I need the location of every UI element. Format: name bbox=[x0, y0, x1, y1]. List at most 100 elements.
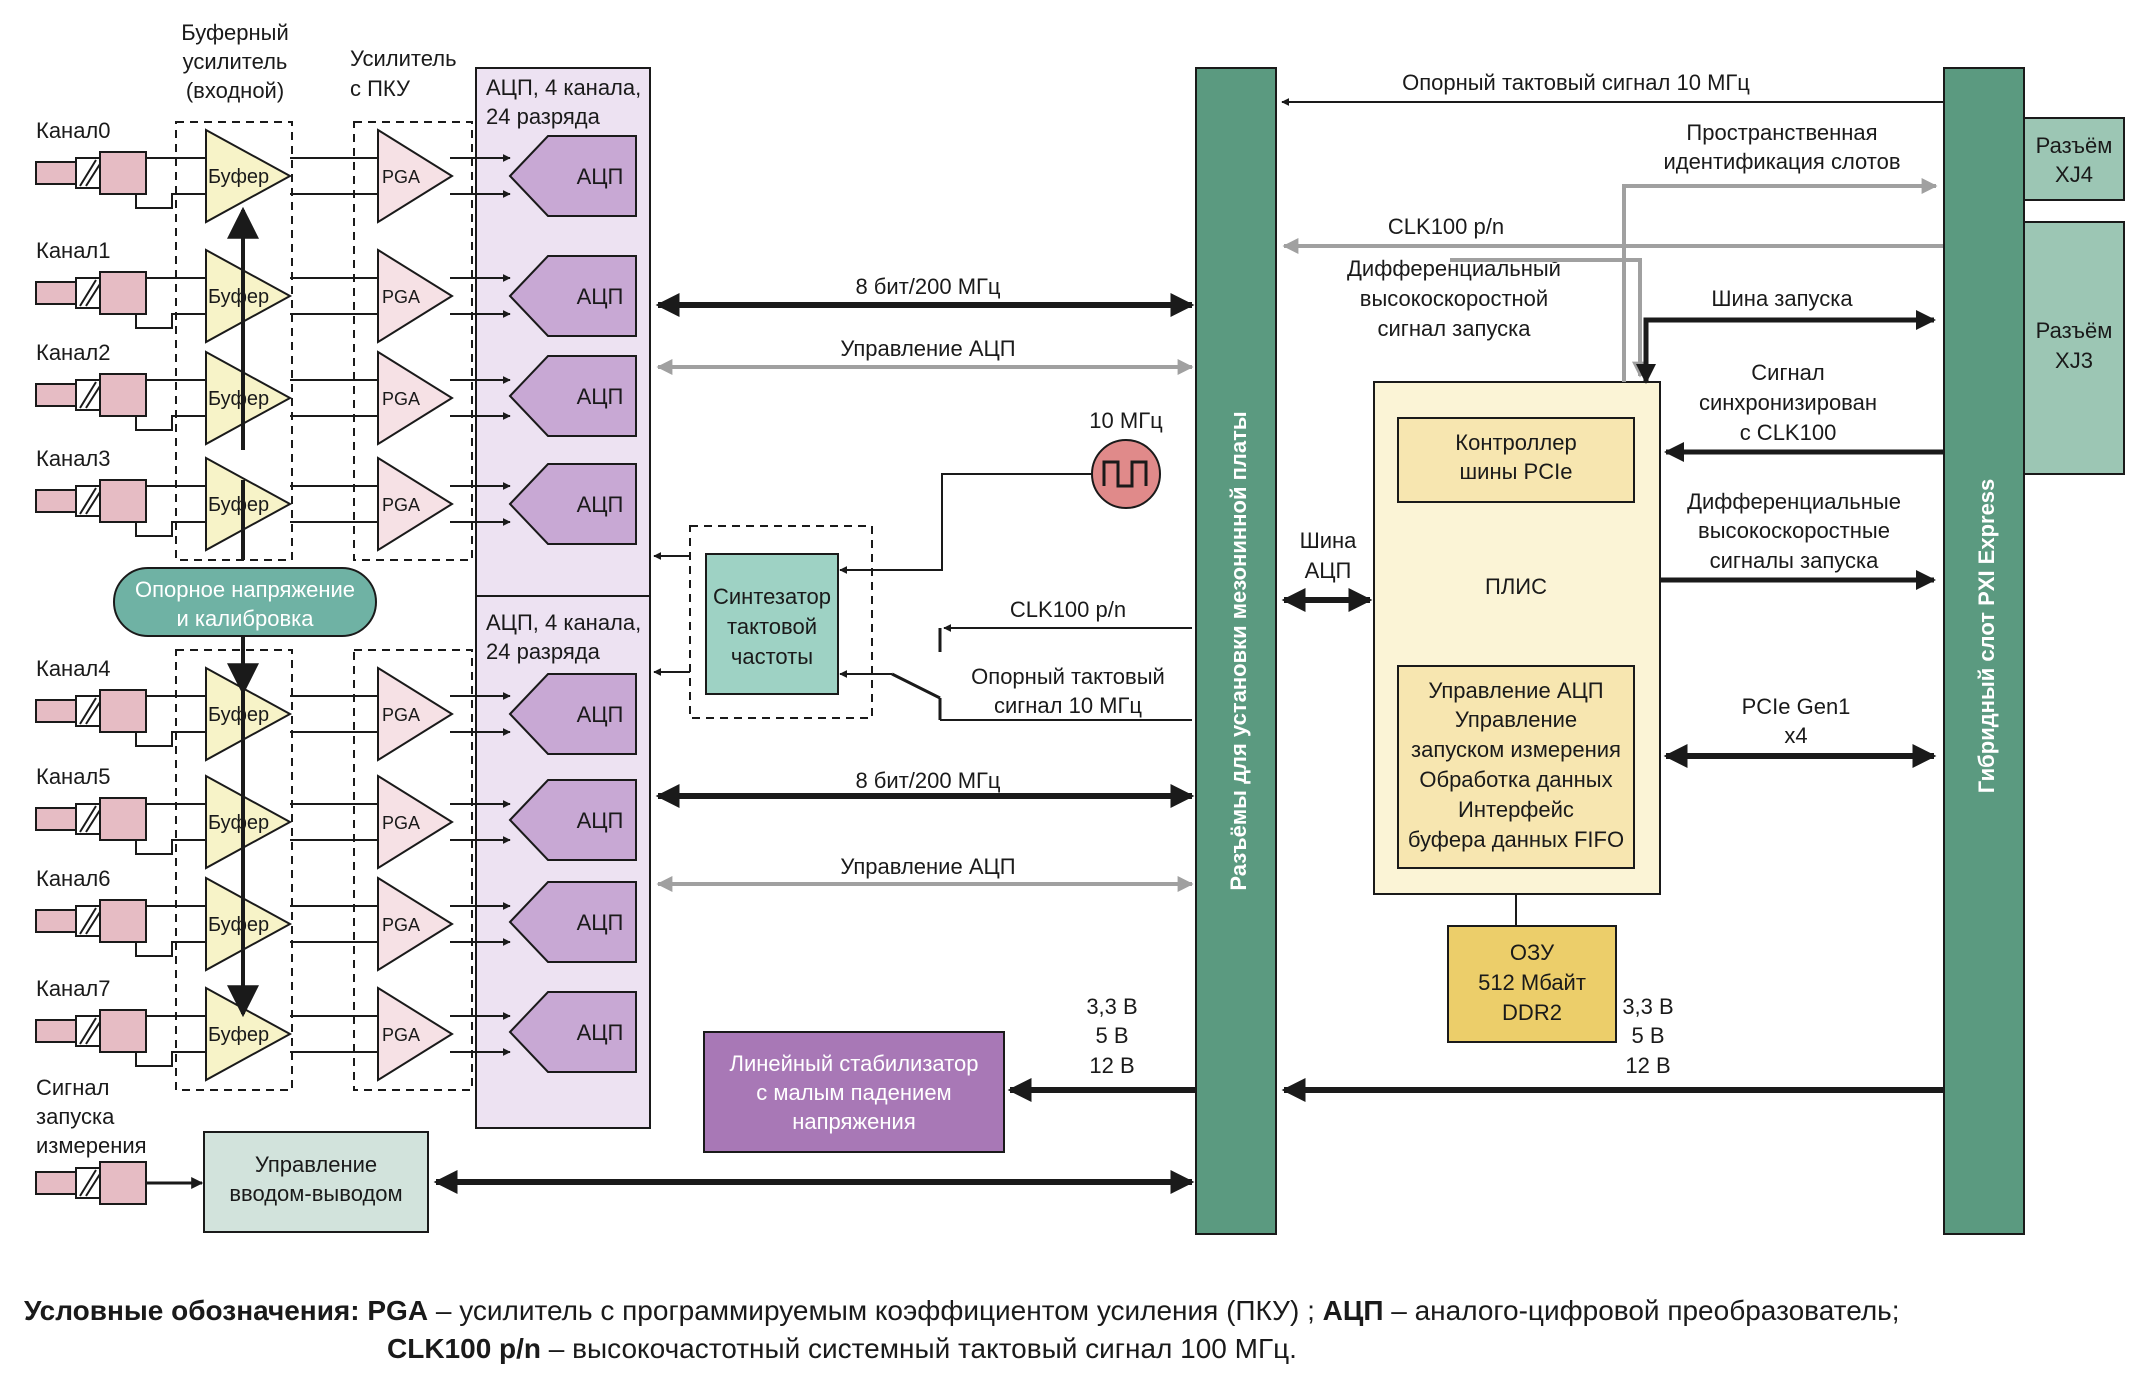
svg-text:напряжения: напряжения bbox=[792, 1109, 916, 1134]
input-connector bbox=[35, 151, 147, 195]
ldo-regulator-block: Линейный стабилизатор с малым падением н… bbox=[703, 1031, 1005, 1153]
svg-text:PGA: PGA bbox=[382, 167, 420, 187]
svg-text:АЦП: АЦП bbox=[577, 164, 624, 189]
diff-trigger-label: Дифференциальный высокоскоростной сигнал… bbox=[1347, 256, 1561, 341]
pga-amplifier: PGA bbox=[377, 986, 454, 1082]
svg-text:PGA: PGA bbox=[382, 915, 420, 935]
trigger-input-connector bbox=[35, 1161, 204, 1205]
svg-text:Контроллер: Контроллер bbox=[1455, 430, 1576, 455]
buffer-amplifier: Буфер bbox=[205, 248, 293, 344]
trigger-bus-arrow bbox=[1636, 310, 1936, 384]
clock-switch bbox=[839, 624, 1192, 721]
channel-wires bbox=[135, 274, 511, 329]
channel-label: Канал1 bbox=[36, 238, 111, 263]
svg-text:Буфер: Буфер bbox=[208, 914, 269, 936]
channel-wires bbox=[135, 1012, 511, 1067]
channel-label: Канал7 bbox=[36, 976, 111, 1001]
svg-text:сигнал запуска: сигнал запуска bbox=[1378, 316, 1532, 341]
svg-text:с малым падением: с малым падением bbox=[756, 1080, 951, 1105]
adc-converter: АЦП bbox=[508, 135, 637, 217]
adc-converter: АЦП bbox=[508, 463, 637, 545]
legend-heading: Условные обозначения: bbox=[24, 1295, 360, 1326]
svg-text:Управление: Управление bbox=[255, 1152, 377, 1177]
trigger-input-label: Сигнал запуска измерения bbox=[36, 1075, 147, 1158]
svg-text:Усилитель: Усилитель bbox=[350, 46, 457, 71]
svg-text:высокоскоростной: высокоскоростной bbox=[1360, 286, 1548, 311]
pga-amplifier: PGA bbox=[377, 666, 454, 762]
svg-text:запуском измерения: запуском измерения bbox=[1411, 737, 1621, 762]
svg-text:24 разряда: 24 разряда bbox=[486, 639, 601, 664]
svg-text:Дифференциальные: Дифференциальные bbox=[1687, 489, 1901, 514]
ram-block: ОЗУ 512 Мбайт DDR2 bbox=[1447, 925, 1617, 1043]
buffer-group-frame-bottom bbox=[175, 649, 293, 1091]
sync-signal-label: Сигнал синхронизирован с CLK100 bbox=[1699, 360, 1877, 445]
svg-text:5 В: 5 В bbox=[1095, 1023, 1128, 1048]
svg-text:Разъём: Разъём bbox=[2036, 133, 2113, 158]
oscillator-to-synth-line bbox=[839, 473, 1092, 574]
svg-text:Опорный тактовый: Опорный тактовый bbox=[971, 664, 1165, 689]
channel-label: Канал2 bbox=[36, 340, 111, 365]
svg-text:Линейный стабилизатор: Линейный стабилизатор bbox=[730, 1051, 979, 1076]
svg-text:PGA: PGA bbox=[382, 389, 420, 409]
svg-text:PGA: PGA bbox=[382, 287, 420, 307]
svg-text:вводом-выводом: вводом-выводом bbox=[229, 1181, 402, 1206]
input-connector bbox=[35, 479, 147, 523]
channel-wires bbox=[135, 154, 511, 209]
adc-converter: АЦП bbox=[508, 673, 637, 755]
svg-text:Буфер: Буфер bbox=[208, 286, 269, 308]
buffer-amplifier: Буфер bbox=[205, 128, 293, 224]
clock-synthesizer-block: Синтезатор тактовой частоты bbox=[705, 553, 839, 695]
svg-text:Разъём: Разъём bbox=[2036, 318, 2113, 343]
svg-text:Опорное напряжение: Опорное напряжение bbox=[135, 577, 355, 602]
input-connector bbox=[35, 797, 147, 841]
svg-text:АЦП: АЦП bbox=[577, 492, 624, 517]
svg-text:3,3 В: 3,3 В bbox=[1086, 994, 1137, 1019]
legend-line-2: CLK100 p/n – высокочастотный системный т… bbox=[24, 1330, 2114, 1368]
channel-wires bbox=[135, 800, 511, 855]
slot-id-label: Пространственная идентификация слотов bbox=[1663, 120, 1900, 174]
block-diagram: Буферный усилитель (входной) Усилитель с… bbox=[35, 20, 2125, 1235]
pga-group-title: Усилитель с ПКУ bbox=[350, 46, 457, 101]
svg-text:Управление: Управление bbox=[1455, 707, 1577, 732]
adc-converter: АЦП bbox=[508, 255, 637, 337]
svg-text:сигнал 10 МГц: сигнал 10 МГц bbox=[994, 693, 1142, 718]
svg-text:Сигнал: Сигнал bbox=[1751, 360, 1824, 385]
svg-text:тактовой: тактовой bbox=[727, 614, 817, 639]
input-connector bbox=[35, 271, 147, 315]
buffer-amplifier: Буфер bbox=[205, 774, 293, 870]
svg-text:АЦП, 4 канала,: АЦП, 4 канала, bbox=[486, 75, 641, 100]
svg-text:с ПКУ: с ПКУ bbox=[350, 76, 411, 101]
pga-amplifier: PGA bbox=[377, 350, 454, 446]
ref-clock-left-label: Опорный тактовый сигнал 10 МГц bbox=[971, 664, 1165, 718]
svg-text:5 В: 5 В bbox=[1631, 1023, 1664, 1048]
svg-text:Гибридный слот PXI Express: Гибридный слот PXI Express bbox=[1974, 479, 1999, 794]
buffer-amplifier: Буфер bbox=[205, 456, 293, 552]
svg-text:Буфер: Буфер bbox=[208, 494, 269, 516]
svg-text:Буфер: Буфер bbox=[208, 812, 269, 834]
svg-text:Разъёмы для установки мезонинн: Разъёмы для установки мезонинной платы bbox=[1226, 411, 1251, 890]
svg-text:АЦП: АЦП bbox=[577, 702, 624, 727]
svg-text:PGA: PGA bbox=[382, 1025, 420, 1045]
channel-wires bbox=[135, 692, 511, 747]
ref-clock-top-label: Опорный тактовый сигнал 10 МГц bbox=[1402, 70, 1750, 95]
reference-voltage-block: Опорное напряжение и калибровка bbox=[113, 567, 377, 637]
legend-pga-definition: – усилитель с программируемым коэффициен… bbox=[428, 1295, 1323, 1326]
adc-converter: АЦП bbox=[508, 779, 637, 861]
svg-text:10 МГц: 10 МГц bbox=[1089, 408, 1163, 433]
svg-text:Управление АЦП: Управление АЦП bbox=[1428, 678, 1603, 703]
adc-control-top-label: Управление АЦП bbox=[840, 336, 1015, 361]
legend-line-1: Условные обозначения: PGA – усилитель с … bbox=[24, 1292, 2114, 1330]
svg-text:Сигнал: Сигнал bbox=[36, 1075, 109, 1100]
legend-adc-definition: – аналого-цифровой преобразователь; bbox=[1383, 1295, 1900, 1326]
buffer-amplifier: Буфер bbox=[205, 986, 293, 1082]
svg-text:Обработка данных: Обработка данных bbox=[1419, 767, 1612, 792]
svg-text:синхронизирован: синхронизирован bbox=[1699, 390, 1877, 415]
oscillator-10mhz: 10 МГц bbox=[1089, 408, 1163, 509]
buffer-amplifier: Буфер bbox=[205, 666, 293, 762]
svg-text:12 В: 12 В bbox=[1089, 1053, 1134, 1078]
synth-outputs bbox=[653, 552, 690, 676]
channel-wires bbox=[135, 902, 511, 957]
